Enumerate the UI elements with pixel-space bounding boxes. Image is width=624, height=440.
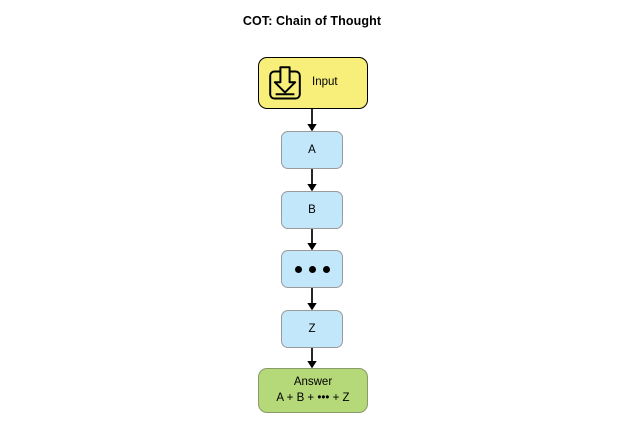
node-step-ellipsis[interactable] <box>281 250 343 288</box>
node-step-b-label: B <box>308 204 316 216</box>
node-answer-sublabel: A + B + ••• + Z <box>276 391 350 404</box>
node-step-z-label: Z <box>308 323 316 335</box>
page-title: COT: Chain of Thought <box>242 14 382 28</box>
node-step-b[interactable]: B <box>281 191 343 229</box>
node-input-label: Input <box>312 76 338 89</box>
ellipsis-dots-icon <box>294 265 330 273</box>
dot-2 <box>308 265 316 273</box>
dot-1 <box>294 265 302 273</box>
dot-3 <box>322 265 330 273</box>
node-step-a-label: A <box>308 144 316 156</box>
node-input[interactable]: Input <box>258 57 368 109</box>
node-step-a[interactable]: A <box>281 131 343 169</box>
download-import-icon <box>269 66 301 100</box>
node-answer[interactable]: Answer A + B + ••• + Z <box>258 368 368 413</box>
node-answer-label: Answer <box>293 376 333 389</box>
node-step-z[interactable]: Z <box>281 310 343 348</box>
